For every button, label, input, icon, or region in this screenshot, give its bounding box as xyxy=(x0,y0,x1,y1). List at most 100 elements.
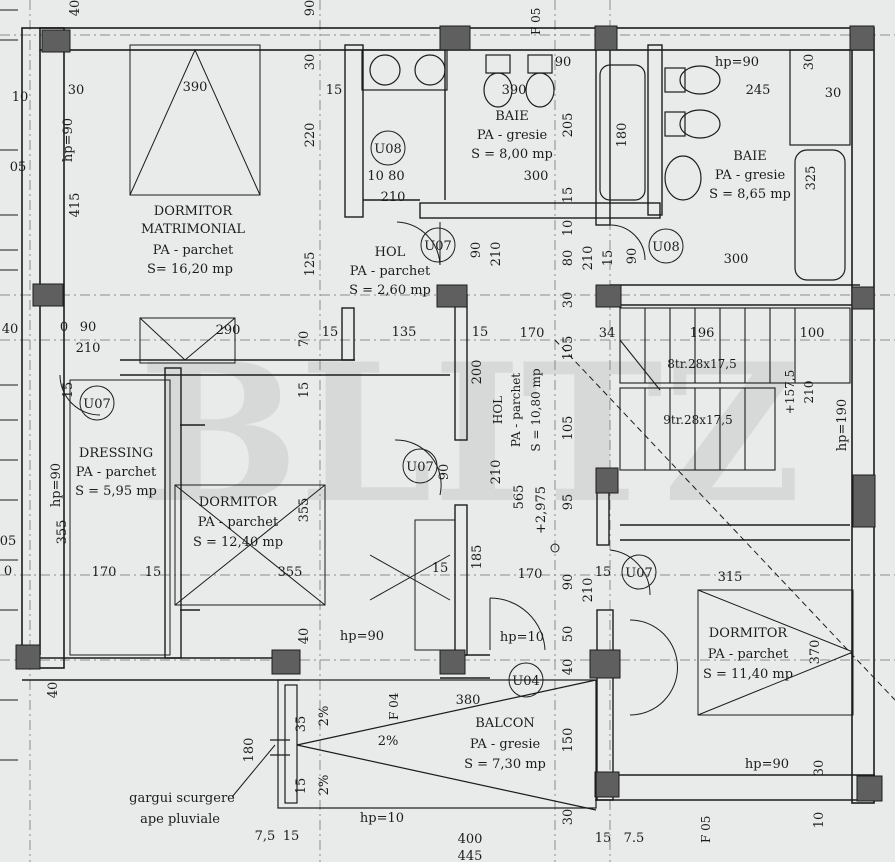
dim-0b: 0 xyxy=(4,564,12,579)
dim-15e: 15 xyxy=(472,325,489,340)
room-dormitor3-l2: PA - parchet xyxy=(708,647,789,662)
dim-hp10a: hp=10 xyxy=(500,630,544,645)
stair-ref2: 210 xyxy=(802,381,816,404)
room-balcon-l2: PA - gresie xyxy=(470,737,541,752)
dim-30f: 30 xyxy=(561,809,576,826)
room-baie1-l2: PA - gresie xyxy=(477,128,548,143)
dim-hp190: hp=190 xyxy=(835,399,850,451)
dim-100: 100 xyxy=(800,326,825,341)
dim-hp90a-v: 415 xyxy=(68,193,83,218)
room-balcon-l1: BALCON xyxy=(475,716,535,731)
staircase xyxy=(619,307,851,471)
room-dormitor-matrimonial-l2: MATRIMONIAL xyxy=(141,222,245,237)
door-tag-u08b: U08 xyxy=(652,240,680,255)
dim-15m: 15 xyxy=(595,831,612,846)
dim-210d: 210 xyxy=(76,341,101,356)
dim-210c: 210 xyxy=(581,246,596,271)
room-dormitor-matrimonial-l4: S= 16,20 mp xyxy=(147,262,233,277)
dim-hp90a: hp=90 xyxy=(715,55,759,70)
dim-75a: 7,5 xyxy=(255,829,276,844)
dim-205: 205 xyxy=(561,113,576,138)
dim-196: 196 xyxy=(690,326,715,341)
dim-220: 220 xyxy=(303,123,318,148)
dim-15b: 15 xyxy=(561,187,576,204)
dim-40b: 40 xyxy=(2,322,19,337)
dim-390b: 390 xyxy=(502,83,527,98)
dim-355a: 355 xyxy=(55,520,70,545)
dim-355b: 355 xyxy=(278,565,303,580)
dim-70: 70 xyxy=(297,331,312,348)
dim-75b: 7.5 xyxy=(624,831,645,846)
furniture-diagrams xyxy=(69,44,854,716)
room-dormitor-matrimonial-l3: PA - parchet xyxy=(153,243,234,258)
dim-90g: 90 xyxy=(561,574,576,591)
dim-15i: 15 xyxy=(432,561,449,576)
window-f04: F 04 xyxy=(387,692,401,720)
room-dressing-l1: DRESSING xyxy=(79,446,153,461)
dim-90c: 90 xyxy=(469,242,484,259)
dim-15g: 15 xyxy=(297,382,312,399)
watermark-text: BLITZ xyxy=(138,322,801,545)
dim-300b: 300 xyxy=(724,252,749,267)
dim-hp90d: hp=90 xyxy=(745,757,789,772)
window-f05-top: F 05 xyxy=(529,8,543,35)
dim-125: 125 xyxy=(303,252,318,277)
structural-columns xyxy=(15,25,883,802)
dim-40e: 40 xyxy=(46,682,61,699)
dim-315: 315 xyxy=(718,570,743,585)
dim-170b: 170 xyxy=(92,565,117,580)
dim-50: 50 xyxy=(561,626,576,643)
room-baie1-l3: S = 8,00 mp xyxy=(471,147,553,162)
dim-40top: 40 xyxy=(68,0,83,16)
room-balcon-l3: S = 7,30 mp xyxy=(464,757,546,772)
dim-80: 80 xyxy=(561,250,576,267)
room-dormitor2-l2: PA - parchet xyxy=(198,515,279,530)
dim-90b: 90 xyxy=(303,0,318,16)
slope-1: 2% xyxy=(317,706,332,727)
room-dormitor3-l1: DORMITOR xyxy=(709,626,789,641)
dim-180b: 180 xyxy=(242,738,257,763)
dim-390a: 390 xyxy=(183,80,208,95)
dim-210f: 210 xyxy=(581,578,596,603)
dim-30c: 30 xyxy=(802,54,817,71)
stair-ref1: +157,5 xyxy=(783,370,797,414)
dim-30g: 30 xyxy=(812,760,827,777)
dim-10c: 10 xyxy=(812,812,827,829)
dim-105a: 105 xyxy=(561,336,576,361)
dim-245: 245 xyxy=(746,83,771,98)
room-dressing-l2: PA - parchet xyxy=(76,465,157,480)
room-baie2-l2: PA - gresie xyxy=(715,168,786,183)
door-tag-u07c: U07 xyxy=(406,460,434,475)
dim-445: 445 xyxy=(458,849,483,862)
dim-15h: 15 xyxy=(145,565,162,580)
dim-34: 34 xyxy=(599,326,616,341)
dim-10a: 10 xyxy=(12,90,29,105)
stair-flight1-label: 8tr.28x17,5 xyxy=(667,357,736,371)
dim-355c: 355 xyxy=(297,498,312,523)
window-tags: F 05 F 04 F 05 xyxy=(387,8,713,843)
slope-3: 2% xyxy=(317,775,332,796)
dim-325: 325 xyxy=(804,166,819,191)
dim-300a: 300 xyxy=(524,169,549,184)
room-dormitor2-l3: S = 12,40 mp xyxy=(193,535,283,550)
dim-30d: 30 xyxy=(825,86,842,101)
dim-30b: 30 xyxy=(303,54,318,71)
room-hol2-l1: HOL xyxy=(491,396,505,424)
room-dormitor-matrimonial-l1: DORMITOR xyxy=(154,204,234,219)
elevation-label: +2,975 xyxy=(534,486,549,534)
dim-hp90b-left: hp=90 xyxy=(61,118,76,162)
dim-35: 35 xyxy=(294,716,309,733)
stair-labels: 8tr.28x17,5 9tr.28x17,5 +157,5 210 xyxy=(663,357,816,427)
dim-150: 150 xyxy=(561,728,576,753)
dim-380: 380 xyxy=(456,693,481,708)
dim-15c: 15 xyxy=(601,250,616,267)
door-tag-u04: U04 xyxy=(512,674,540,689)
dim-90a: 90 xyxy=(555,55,572,70)
gutter-label: gargui scurgere ape pluviale xyxy=(129,744,276,827)
dim-105b: 105 xyxy=(561,416,576,441)
room-labels: DORMITOR MATRIMONIAL PA - parchet S= 16,… xyxy=(75,109,793,772)
room-baie1-l1: BAIE xyxy=(495,109,529,124)
room-hol1-l1: HOL xyxy=(375,245,406,260)
balcony-outline xyxy=(270,679,597,811)
dim-135: 135 xyxy=(392,325,417,340)
